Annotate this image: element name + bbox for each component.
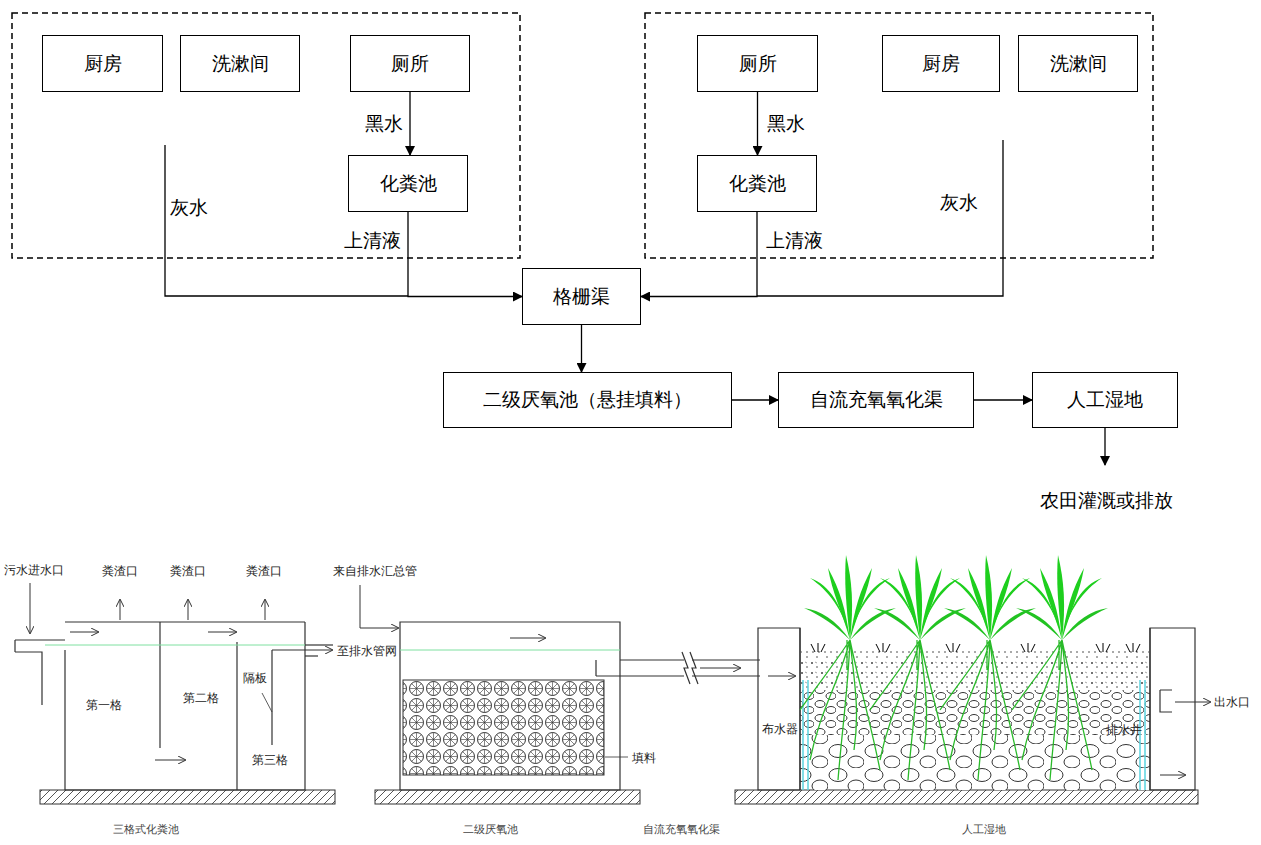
process-box: 化粪池 [348,155,468,212]
flow-arrow [409,92,410,155]
part-label: 第一格 [86,697,122,714]
flow-label: 农田灌溉或排放 [1040,488,1173,514]
caption: 三格式化粪池 [113,822,179,837]
box-label: 厕所 [739,51,777,77]
box-label: 厨房 [922,51,960,77]
edge-label: 黑水 [364,111,404,137]
box-label: 二级厌氧池（悬挂填料） [483,387,692,413]
part-label: 污水进水口 [4,562,64,579]
flow-arrow [732,399,778,400]
part-label: 至排水管网 [337,643,397,660]
box-label: 化粪池 [729,171,786,197]
edge-label: 黑水 [766,111,806,137]
process-box: 自流充氧氧化渠 [778,372,974,428]
part-label: 排水井 [1106,722,1142,739]
box-label: 厨房 [84,51,122,77]
part-label: 粪渣口 [170,563,206,580]
flow-label: 灰水 [940,190,978,216]
box-label: 洗漱间 [212,51,269,77]
edge-label: 上清液 [343,228,402,254]
flow-arrow [581,325,582,372]
process-box: 洗漱间 [180,35,300,92]
process-box: 人工湿地 [1032,372,1178,428]
part-label: 填料 [632,750,656,767]
part-label: 第二格 [183,690,219,707]
box-label: 自流充氧氧化渠 [810,387,943,413]
part-label: 隔板 [243,670,267,687]
process-box: 厨房 [882,35,1000,92]
part-label: 布水器 [762,721,798,738]
caption: 二级厌氧池 [463,822,518,837]
box-label: 洗漱间 [1050,51,1107,77]
part-label: 粪渣口 [102,563,138,580]
box-label: 格栅渠 [553,284,610,310]
edge-label: 上清液 [765,228,824,254]
process-box: 二级厌氧池（悬挂填料） [443,372,732,428]
process-box: 化粪池 [697,155,817,212]
flow-arrow [408,212,522,297]
caption: 人工湿地 [962,822,1006,837]
process-box: 厕所 [697,35,818,92]
caption: 自流充氧氧化渠 [643,822,720,837]
part-label: 来自排水汇总管 [333,563,417,580]
flow-arrow [974,399,1032,400]
part-label: 粪渣口 [246,563,282,580]
box-label: 化粪池 [380,171,437,197]
flow-arrow [757,92,758,155]
process-box: 洗漱间 [1018,35,1138,92]
process-box: 格栅渠 [522,268,641,325]
box-label: 厕所 [391,51,429,77]
part-label: 第三格 [252,752,288,769]
process-box: 厨房 [42,35,163,92]
box-label: 人工湿地 [1067,387,1143,413]
part-label: 出水口 [1214,694,1250,711]
flow-label: 灰水 [170,195,208,221]
flow-arrow [641,212,757,297]
process-box: 厕所 [350,35,470,92]
